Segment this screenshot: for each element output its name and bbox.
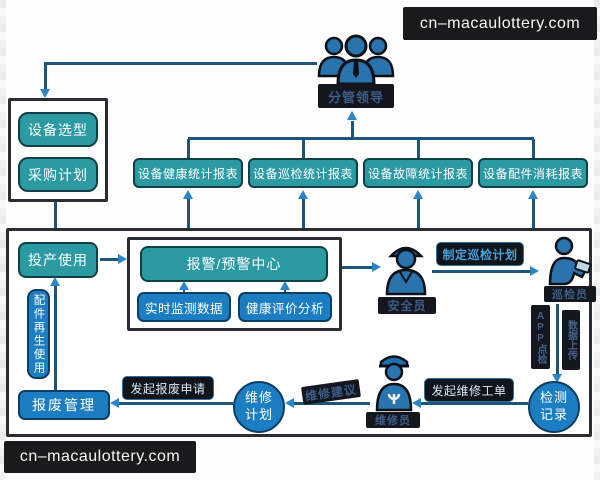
inspector-label: 巡检员 [544,286,596,302]
arrowhead-realtime-alarm [179,281,189,290]
watermark-top: cn–macaulottery.com [403,7,597,40]
node-report-fault[interactable]: 设备故障统计报表 [363,158,473,188]
connector-bus-report4 [532,139,535,158]
arrowhead-into-scrap [110,398,119,408]
connector-report-bus [188,137,534,140]
arrowhead-report4 [528,190,538,199]
arrowhead-into-worker [412,398,421,408]
parts-reuse-tag: 配件再生使用 [27,289,50,379]
node-repair-plan[interactable]: 维修计划 [233,381,285,433]
app-inspection-tag: APP点检 [531,305,550,369]
connector-alarm-safety [342,266,374,269]
connector-inspector-record [556,304,559,376]
arrowhead-into-safety [372,262,381,272]
connector-leader-left [45,62,317,65]
connector-main-report1 [187,198,190,228]
connector-bus-report1 [187,139,190,158]
node-initiate-scrap-request[interactable]: 发起报废申请 [122,376,214,400]
arrowhead-report1 [183,190,193,199]
connector-main-report3 [417,198,420,228]
arrowhead-into-repairplan [285,398,294,408]
connector-repairplan-scrap [118,402,233,405]
node-health-analysis[interactable]: 健康评价分析 [238,292,332,322]
connector-bus-report3 [417,139,420,158]
connector-safety-inspector [432,270,532,273]
node-realtime-data[interactable]: 实时监测数据 [137,292,231,322]
right-edge-artifact [594,0,600,480]
safety-officer-label: 安全员 [378,297,436,314]
repair-plan-text: 维修计划 [244,390,273,422]
arrowhead-into-inspector [530,266,539,276]
arrowhead-report2 [298,190,308,199]
arrowhead-into-record [552,374,562,383]
safety-officer-icon [383,238,429,296]
node-report-health[interactable]: 设备健康统计报表 [133,158,243,188]
node-scrap-management[interactable]: 报废管理 [18,390,110,420]
connector-main-report4 [532,198,535,228]
inspector-icon [546,236,594,286]
maintenance-worker-label: 维修员 [366,412,420,428]
data-upload-tag: 数据上传 [562,310,580,370]
connector-leader-left-drop [44,62,47,90]
arrowhead-into-leader [347,111,357,120]
node-report-parts[interactable]: 设备配件消耗报表 [478,158,588,188]
watermark-bottom: cn–macaulottery.com [4,441,196,473]
node-initiate-repair-order[interactable]: 发起维修工单 [424,378,514,402]
node-report-inspection[interactable]: 设备巡检统计报表 [248,158,358,188]
leader-group-icon [314,34,398,86]
connector-production-alarm [100,258,120,261]
connector-record-worker [420,402,528,405]
arrowhead-into-alarm-frame [118,254,127,264]
left-edge-artifact [0,0,6,480]
connector-panel-production [54,202,57,234]
node-procurement-plan[interactable]: 采购计划 [18,157,98,192]
connector-main-report2 [302,198,305,228]
arrowhead-into-left-panel [40,89,50,98]
node-detection-record[interactable]: 检测记录 [528,381,580,433]
connector-worker-repairplan [292,402,370,405]
node-make-inspection-plan[interactable]: 制定巡检计划 [436,242,524,266]
arrowhead-parts-into-production [50,277,60,286]
connector-scrap-production [54,284,57,390]
node-alarm-center[interactable]: 报警/预警中心 [140,246,328,282]
leader-label: 分管领导 [318,84,394,108]
connector-bus-leader [351,121,354,138]
arrowhead-health-alarm [280,281,290,290]
node-equipment-selection[interactable]: 设备选型 [18,112,98,147]
connector-bus-report2 [302,139,305,158]
arrowhead-report3 [413,190,423,199]
maintenance-worker-icon [372,348,416,412]
detection-record-text: 检测记录 [539,390,568,422]
node-production-use[interactable]: 投产使用 [18,242,98,278]
